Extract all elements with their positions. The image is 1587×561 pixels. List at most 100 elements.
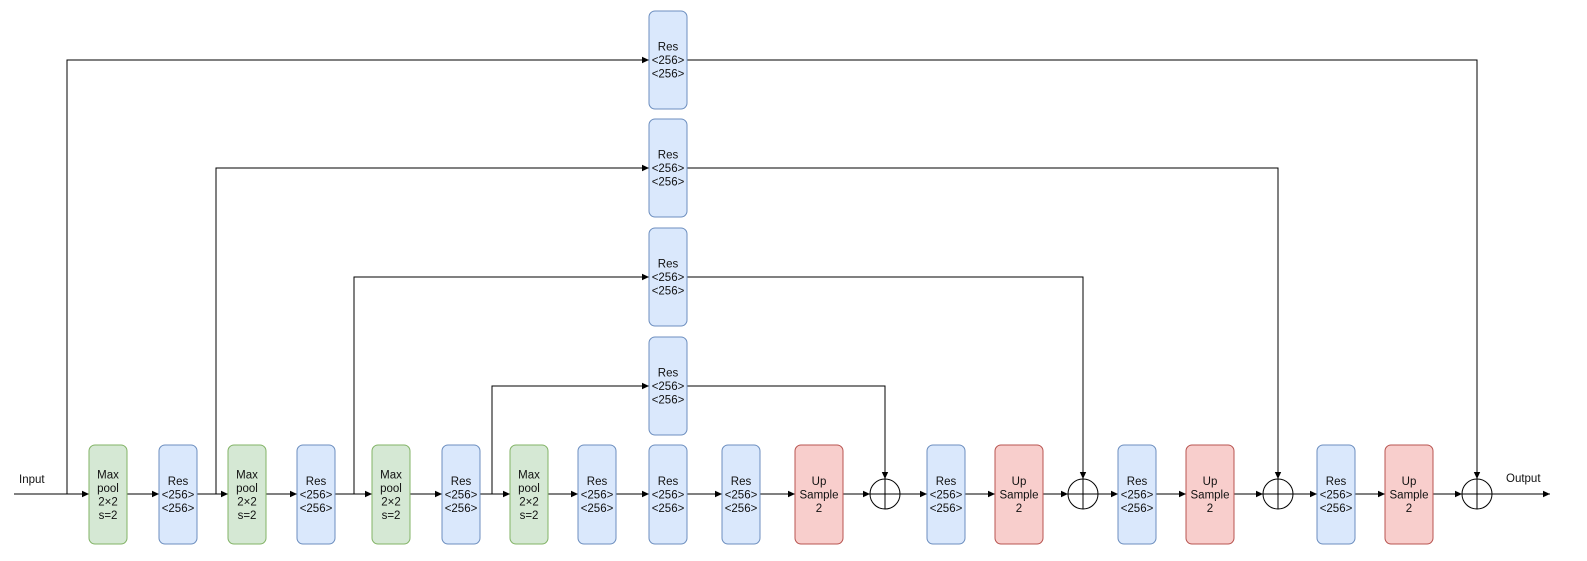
block-text: <256> [930,503,963,515]
sum-node-add3 [1262,478,1294,510]
block-text: <256> [652,55,685,67]
block-text: pool [97,483,119,495]
block-text: Res [658,476,679,488]
block-text: pool [518,483,540,495]
block-text: <256> [725,503,758,515]
connections [14,56,1550,498]
res-block-res7: Res<256><256> [926,444,966,545]
res-block-skip3: Res<256><256> [648,227,688,327]
res-block-res6: Res <256><256> [721,444,761,545]
block-text: 2 [816,503,822,515]
connector-line [687,385,889,479]
block-text: Sample [1191,490,1230,502]
block-text: Max [518,469,540,481]
block-text: Res [658,42,679,54]
block-text: 2 [1406,503,1412,515]
block-text: Res [658,150,679,162]
connector-line [215,164,649,494]
res-block-res9: Res <256><256> [1316,444,1356,545]
block-text: <256> [1320,490,1353,502]
res-block-res4: Res<256><256> [577,444,617,545]
connector-line [687,276,1087,479]
block-text: <256> [652,69,685,81]
block-text: s=2 [520,510,539,522]
connector-line [66,56,649,494]
sum-node-add2 [1067,478,1099,510]
block-text: <256> [725,490,758,502]
block-text: 2×2 [519,496,539,508]
block-text: 2×2 [98,496,118,508]
block-text: <256> [162,503,195,515]
res-block-res3: Res <256><256> [441,444,481,545]
block-text: s=2 [238,510,257,522]
block-text: Sample [1390,490,1429,502]
block-text: pool [380,483,402,495]
block-text: <256> [1320,503,1353,515]
block-text: Up [1203,476,1218,488]
block-text: <256> [652,177,685,189]
block-text: <256> [652,272,685,284]
block-text: <256> [652,286,685,298]
block-text: 2×2 [237,496,257,508]
block-text: s=2 [99,510,118,522]
block-text: <256> [162,490,195,502]
block-text: Res [1127,476,1148,488]
block-text: Up [1402,476,1417,488]
block-text: Res [306,476,327,488]
block-text: 2×2 [381,496,401,508]
block-text: Res [1326,476,1347,488]
res-block-res2: Res<256><256> [296,444,336,545]
connector-line [353,273,649,494]
res-block-res1: Res <256><256> [158,444,198,545]
block-text: <256> [652,163,685,175]
connector-line [491,382,649,494]
block-text: Max [380,469,402,481]
blocks: Maxpool2×2s=2Res<256><256>Maxpool2×2s=2R… [88,10,1493,545]
block-text: Res [658,368,679,380]
block-text: <256> [445,490,478,502]
block-text: Max [236,469,258,481]
res-block-skip4: Res<256><256> [648,336,688,436]
block-text: pool [236,483,258,495]
sum-node-add4 [1461,478,1493,510]
block-text: Res [587,476,608,488]
block-text: 2 [1016,503,1022,515]
block-text: Res [658,259,679,271]
block-text: 2 [1207,503,1213,515]
block-text: Max [97,469,119,481]
res-block-skip2: Res<256><256> [648,118,688,218]
res-block-res8: Res <256><256> [1117,444,1157,545]
input-label: Input [19,474,45,486]
block-text: <256> [652,503,685,515]
block-text: <256> [930,490,963,502]
block-text: Up [812,476,827,488]
block-text: <256> [581,490,614,502]
res-block-skip1: Res<256><256> [648,10,688,110]
output-label: Output [1506,473,1541,485]
block-text: <256> [652,490,685,502]
res-block-res5: Res <256><256> [648,444,688,545]
sum-node-add1 [869,478,901,510]
block-text: <256> [652,395,685,407]
block-text: Sample [800,490,839,502]
connector-line [687,59,1481,479]
block-text: <256> [1121,503,1154,515]
connector-line [687,167,1282,479]
block-text: Res [451,476,472,488]
block-text: Res [731,476,752,488]
block-text: s=2 [382,510,401,522]
block-text: <256> [1121,490,1154,502]
block-text: <256> [652,381,685,393]
block-text: <256> [300,490,333,502]
block-text: <256> [445,503,478,515]
block-text: Res [168,476,189,488]
